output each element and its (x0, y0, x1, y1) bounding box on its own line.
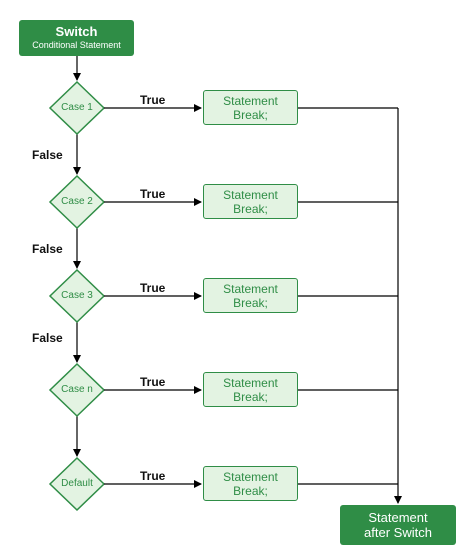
case-1-label: Case 1 (61, 102, 93, 113)
edge-label-true-n: True (140, 375, 166, 389)
statement-text: Statement (223, 469, 278, 484)
case-3-label: Case 3 (61, 290, 93, 301)
statement-box-default: Statement Break; (203, 466, 298, 501)
edge-label-false-2: False (32, 242, 63, 256)
statement-text: Statement (223, 93, 278, 108)
case-1-diamond (48, 80, 106, 136)
break-text: Break; (233, 389, 268, 404)
end-node-line-2: after Switch (364, 525, 432, 540)
statement-text: Statement (223, 187, 278, 202)
case-n-label: Case n (61, 384, 93, 395)
end-node-line-1: Statement (368, 510, 428, 525)
edge-label-false-3: False (32, 331, 63, 345)
start-node: Switch Conditional Statement (19, 20, 134, 56)
edge-label-true-1: True (140, 93, 166, 107)
case-3-diamond (48, 268, 106, 324)
break-text: Break; (233, 107, 268, 122)
edge-label-false-1: False (32, 148, 63, 162)
statement-text: Statement (223, 375, 278, 390)
edge-label-true-2: True (140, 187, 166, 201)
case-2-diamond (48, 174, 106, 230)
start-node-subtitle: Conditional Statement (32, 40, 121, 50)
break-text: Break; (233, 483, 268, 498)
statement-box-case-3: Statement Break; (203, 278, 298, 313)
case-n-diamond (48, 362, 106, 418)
edge-label-true-default: True (140, 469, 166, 483)
case-2-label: Case 2 (61, 196, 93, 207)
statement-box-case-2: Statement Break; (203, 184, 298, 219)
end-node: Statement after Switch (340, 505, 456, 545)
default-diamond (48, 456, 106, 512)
default-label: Default (61, 478, 93, 489)
statement-box-case-n: Statement Break; (203, 372, 298, 407)
statement-box-case-1: Statement Break; (203, 90, 298, 125)
break-text: Break; (233, 295, 268, 310)
start-node-title: Switch (55, 24, 98, 39)
statement-text: Statement (223, 281, 278, 296)
edge-label-true-3: True (140, 281, 166, 295)
break-text: Break; (233, 201, 268, 216)
